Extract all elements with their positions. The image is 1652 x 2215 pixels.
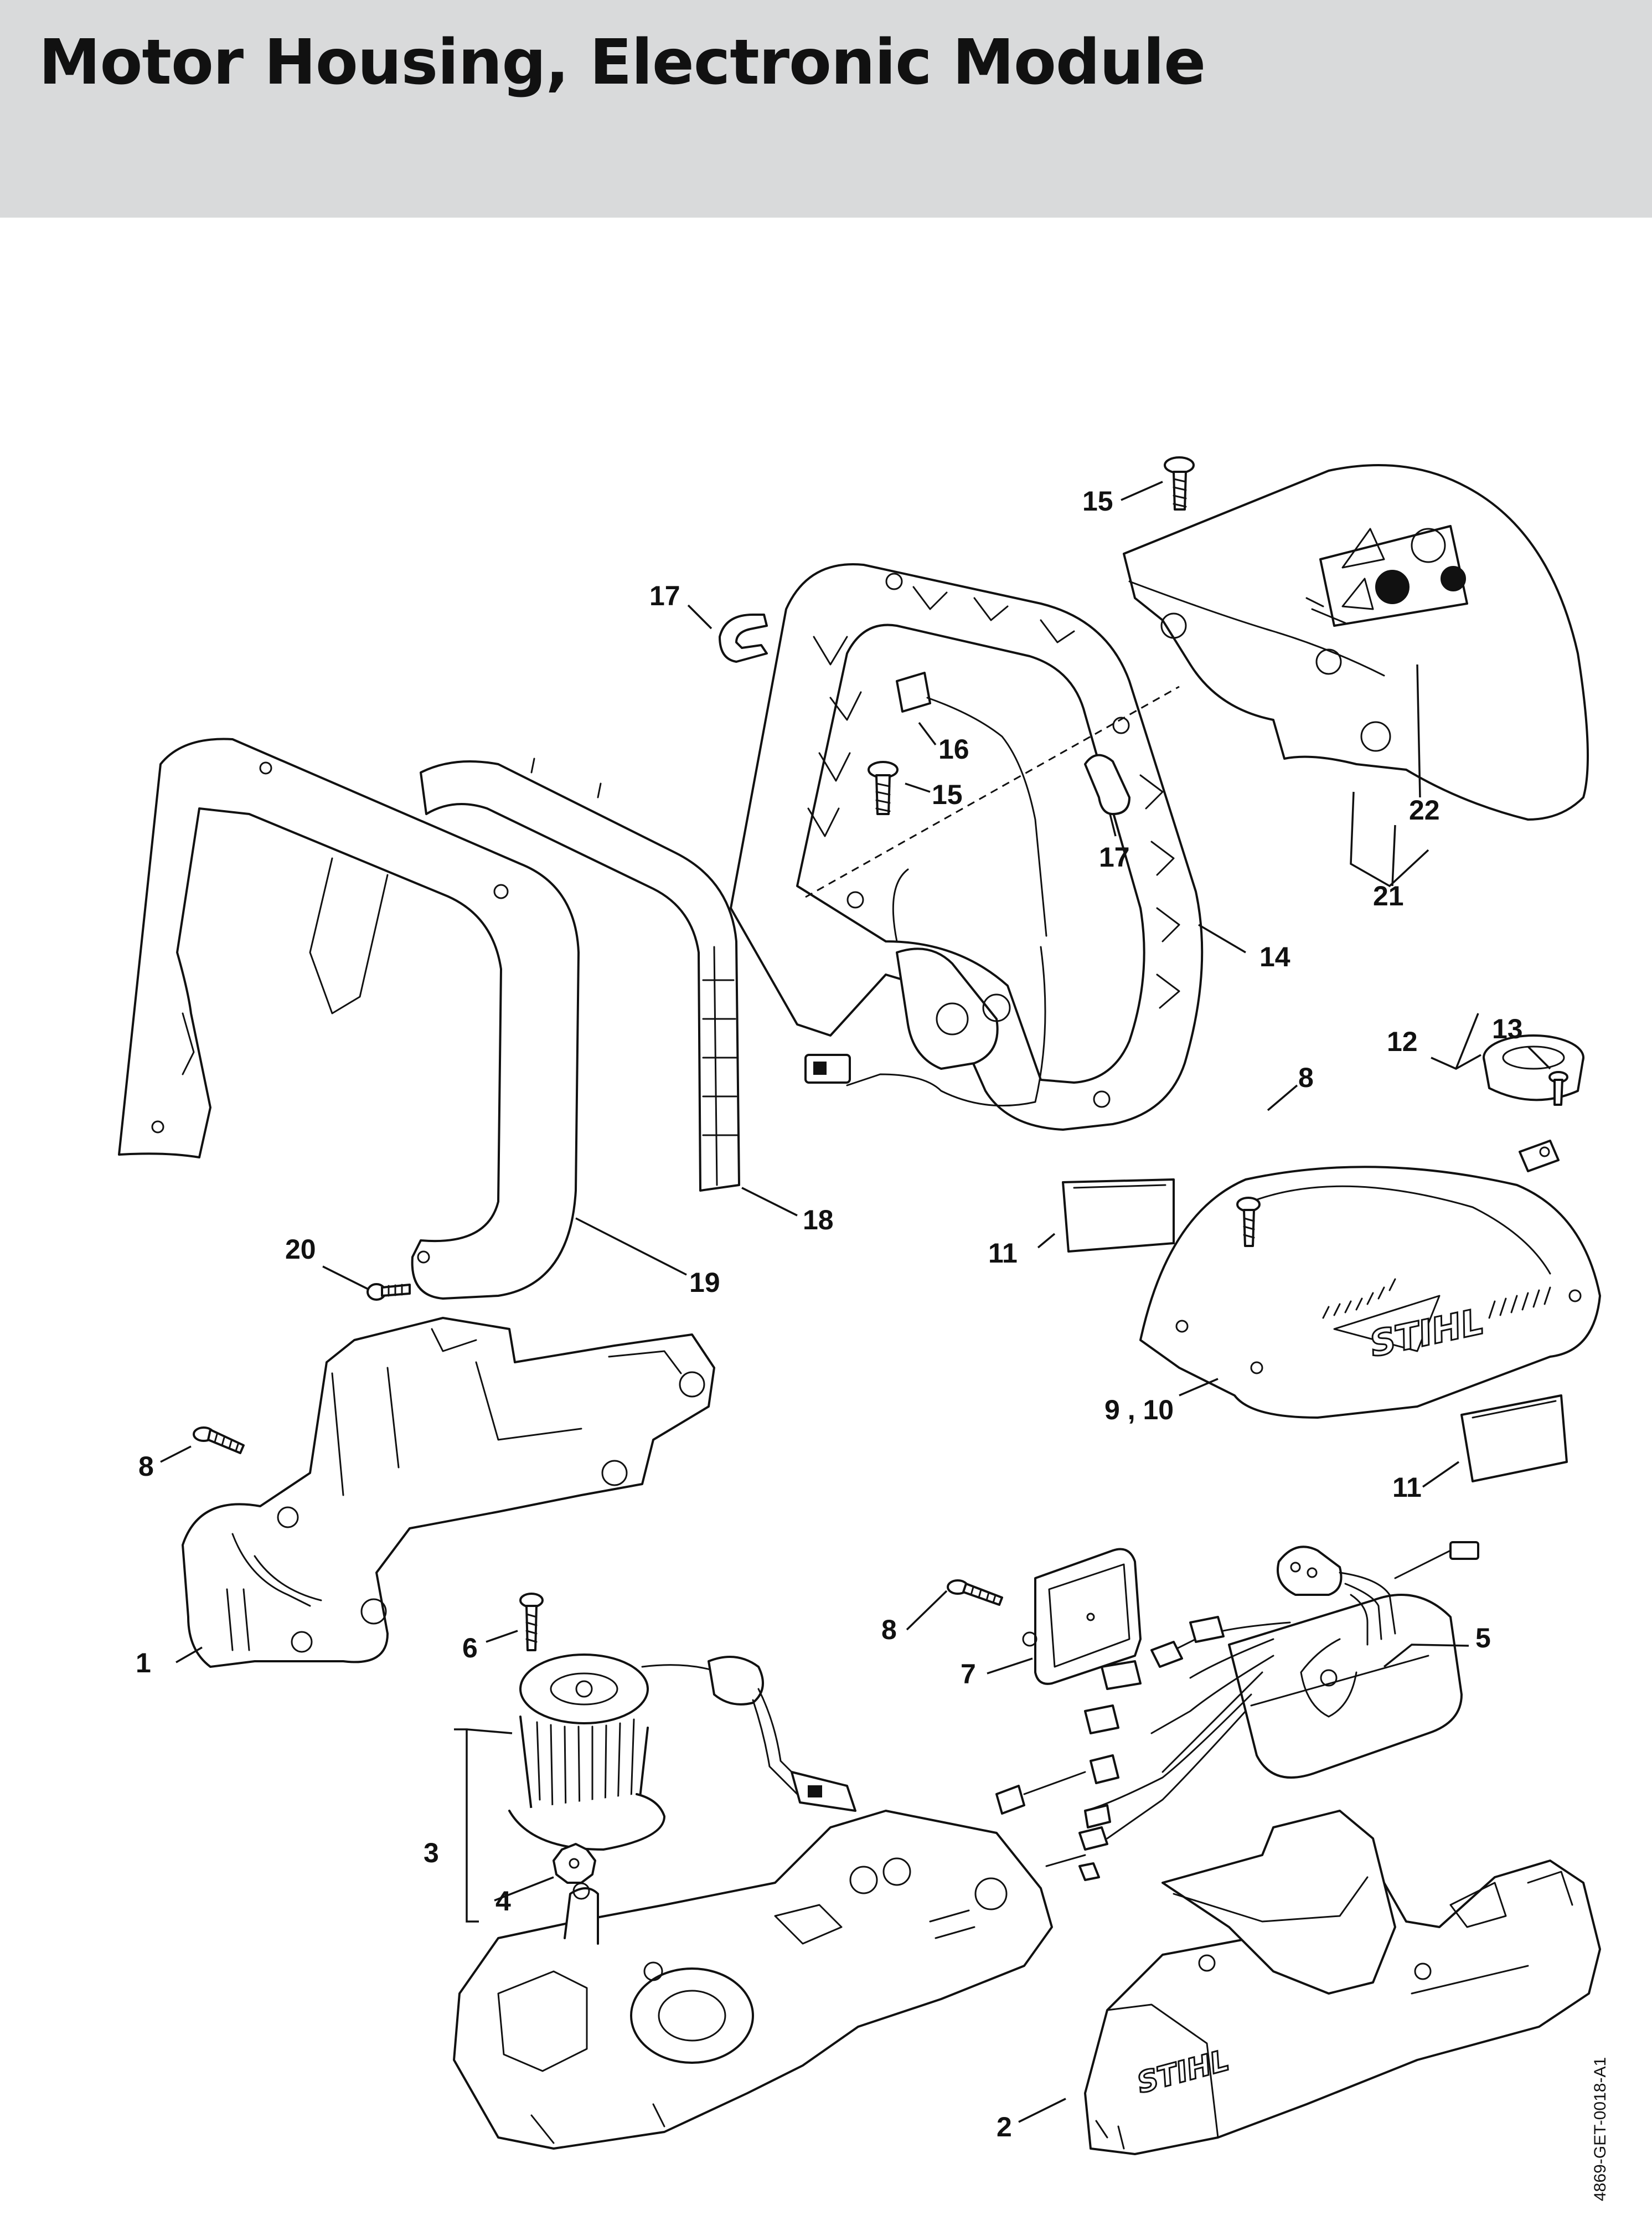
- callout-12: 12: [1387, 1026, 1418, 1057]
- callout-13: 13: [1492, 1013, 1523, 1044]
- gear-housing-base: [453, 1810, 1053, 2150]
- ring-part-12: [1483, 1034, 1584, 1101]
- callout-6: 6: [462, 1632, 478, 1663]
- callout-9-10: 9 , 10: [1104, 1394, 1174, 1425]
- pad-part-11-upper: [1062, 1178, 1175, 1253]
- callout-3: 3: [424, 1837, 439, 1868]
- callout-11-upper: 11: [988, 1238, 1018, 1269]
- callout-5: 5: [1475, 1622, 1491, 1653]
- pad-part-11-lower: [1460, 1394, 1568, 1482]
- callout-2: 2: [997, 2111, 1012, 2142]
- callout-7: 7: [961, 1658, 976, 1689]
- callout-19: 19: [689, 1267, 720, 1298]
- bracket-part-1: [182, 1317, 715, 1668]
- plate-part-7: [1022, 1548, 1142, 1685]
- upper-cover-part-21: [1123, 464, 1589, 821]
- document-id: 4869-GET-0018-A1: [1591, 2057, 1609, 2201]
- callout-8-left: 8: [138, 1451, 154, 1482]
- callout-4: 4: [495, 1886, 511, 1917]
- handle-loop-part-19: [118, 738, 580, 1300]
- page-title: Motor Housing, Electronic Module: [39, 27, 1206, 99]
- callout-16: 16: [938, 734, 969, 765]
- screw-part-6: [519, 1593, 544, 1651]
- handle-cover-part-18: [420, 758, 740, 1192]
- callout-17-lower: 17: [1099, 842, 1130, 873]
- screw-part-8-middle: [947, 1579, 1003, 1606]
- leader-lines: [160, 481, 1551, 2123]
- screw-part-8-right: [1236, 1197, 1261, 1247]
- callout-8-middle: 8: [881, 1614, 897, 1645]
- housing-frame-part-14: [730, 563, 1204, 1131]
- screw-part-15-inner: [868, 761, 899, 815]
- callout-21: 21: [1373, 880, 1404, 911]
- callout-1: 1: [136, 1647, 151, 1678]
- callout-8-right: 8: [1298, 1062, 1314, 1093]
- callout-20: 20: [285, 1234, 316, 1265]
- callout-11-lower: 11: [1392, 1472, 1422, 1503]
- front-cover-part-9-10: STIHL: [1139, 1166, 1601, 1419]
- callout-14: 14: [1259, 941, 1290, 972]
- motor-housing-part-2: STIHL: [1084, 1810, 1601, 2155]
- callout-22: 22: [1409, 795, 1440, 826]
- screw-part-20: [366, 1283, 411, 1301]
- pinion-part-4: [553, 1843, 596, 1884]
- callout-15-top: 15: [1082, 486, 1113, 517]
- header-band: Motor Housing, Electronic Module: [0, 0, 1652, 218]
- callout-17-upper: 17: [649, 580, 680, 611]
- screw-part-8-left: [193, 1426, 245, 1454]
- connector-part-13: [1519, 1140, 1560, 1172]
- electronic-module-part-5: [995, 1541, 1479, 1881]
- callouts: 1 2 3 4 5 6 7 8 8 8 9 , 10 11 11 12 13 1…: [136, 486, 1523, 2142]
- callout-18: 18: [803, 1204, 834, 1235]
- screw-part-13: [1548, 1071, 1568, 1106]
- cable-clip-part-17: [719, 614, 768, 663]
- motor-part-3: [508, 1653, 856, 1851]
- callout-15-inner: 15: [932, 779, 963, 810]
- screw-part-15-top: [1164, 456, 1195, 511]
